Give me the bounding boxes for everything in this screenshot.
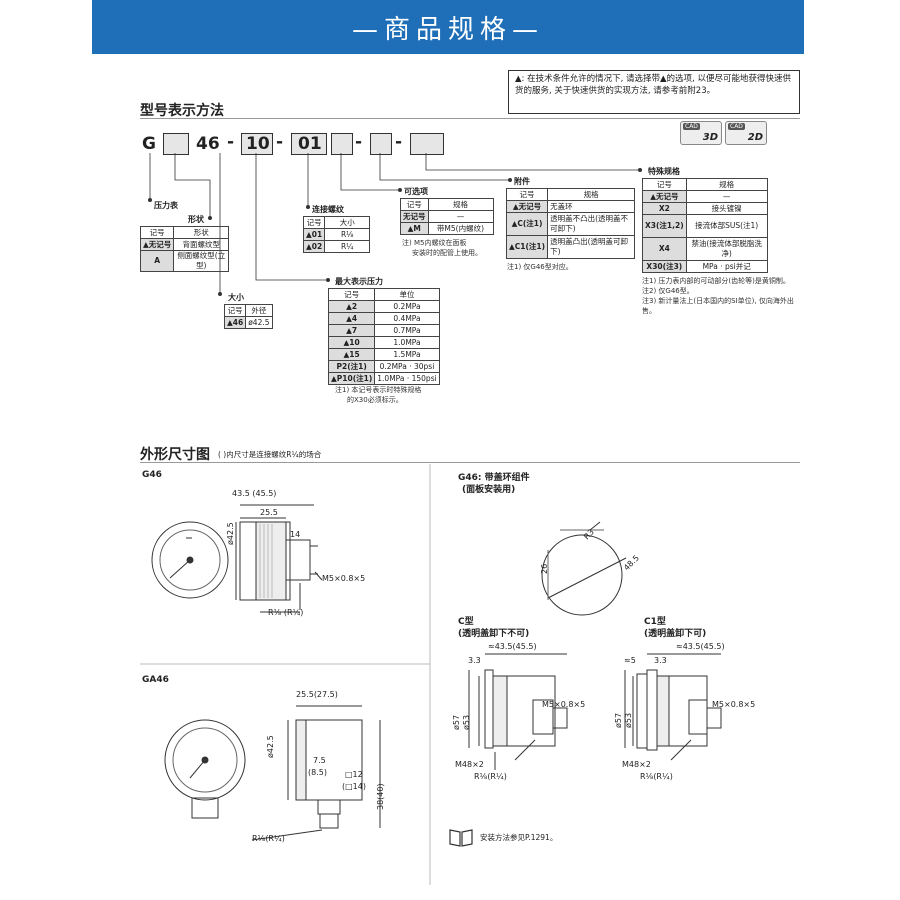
c1-type-dim-outer: ø57 — [614, 712, 623, 728]
ga46-dim-hex: □12 — [345, 770, 363, 779]
g46-dim-thread: R⅛ (R¼) — [268, 608, 304, 617]
c-type-dim-inner: ø53 — [462, 714, 471, 730]
ga46-title: GA46 — [142, 675, 169, 685]
thread-label: 连接螺纹 — [312, 205, 344, 214]
ga46-dim-height: 38(40) — [376, 783, 385, 810]
ga46-dim-b: (8.5) — [308, 768, 327, 777]
c1-type-dim-length: ≈43.5(45.5) — [676, 642, 725, 651]
banner-title: —商品规格— — [351, 14, 544, 45]
g46-dim-hex: 14 — [290, 530, 301, 539]
code-box-option — [331, 133, 353, 155]
g46-dim-body: 25.5 — [260, 508, 278, 517]
code-dash: - — [276, 132, 284, 152]
accessory-table: 记号规格 ▲无记号无盖环 ▲C(注1)透明盖不凸出(透明盖不可卸下) ▲C1(注… — [505, 188, 636, 259]
g46-dim-dia: ø42.5 — [226, 522, 235, 545]
ga46-dim-body: 25.5(27.5) — [296, 690, 338, 699]
special-label: 特殊规格 — [648, 167, 680, 176]
code-thread: 01 — [298, 134, 322, 154]
ga46-dim-a: 7.5 — [313, 756, 326, 765]
pressure-notes: 注1) 本记号表示时特殊规格的X30必须标示。 — [335, 386, 422, 404]
cad-2d-icon[interactable]: CAD 2D — [725, 121, 767, 145]
accessory-notes: 注1) 仅G46型对应。 — [507, 263, 573, 271]
code-box-pressure — [241, 133, 273, 155]
code-box-shape — [163, 133, 189, 155]
code-box-accessory — [370, 133, 392, 155]
code-pressure: 10 — [246, 134, 270, 154]
special-notes: 注1) 压力表内部的可动部分(齿轮等)是黄铜制。 注2) 仅G46型。 注3) … — [642, 277, 794, 315]
panel-dim-height: 26 — [540, 563, 549, 574]
code-box-special — [410, 133, 444, 155]
code-dash: - — [355, 132, 363, 152]
quick-delivery-note: ▲: 在技术条件允许的情况下, 请选择带▲的选项, 以便尽可能地获得快速供货的服… — [508, 70, 800, 114]
gauge-label: 压力表 — [154, 201, 178, 210]
dim-section-title: 外形尺寸图 — [140, 447, 210, 463]
g46-drawing — [151, 504, 323, 613]
c1-type-dim-offset: 3.3 — [654, 656, 667, 665]
c-type-dim-m48: M48×2 — [455, 760, 484, 769]
ga46-dim-dia: ø42.5 — [266, 735, 275, 758]
code-size: 46 — [196, 134, 220, 154]
cad-3d-icon[interactable]: CAD 3D — [680, 121, 722, 145]
c1-type-dim-inner: ø53 — [624, 712, 633, 728]
code-dash: - — [227, 132, 235, 152]
page-banner: —商品规格— — [92, 0, 804, 54]
c-type-dim-thread: R⅛(R¼) — [474, 772, 507, 781]
pressure-label: 最大表示压力 — [335, 277, 383, 286]
ga46-drawing — [164, 705, 381, 841]
panel-title: G46: 带盖环组件 — [458, 473, 530, 483]
c-type-dim-outer: ø57 — [452, 714, 461, 730]
c1-type-dim-m48: M48×2 — [622, 760, 651, 769]
size-label: 大小 — [228, 293, 244, 302]
accessory-label: 附件 — [514, 177, 530, 186]
c-type-drawing — [468, 653, 568, 770]
c1-type-dim-thread: R⅛(R¼) — [640, 772, 673, 781]
c1-type-drawing — [624, 653, 722, 761]
c1-type-dim-m5: M5×0.8×5 — [712, 700, 756, 709]
ga46-dim-hex-alt: (□14) — [342, 782, 366, 791]
c-type-dim-offset: 3.3 — [468, 656, 481, 665]
option-label: 可选项 — [404, 187, 428, 196]
c-type-subtitle: (透明盖卸下不可) — [458, 629, 530, 639]
option-notes: 注) M5内螺纹在面板安装时的配管上使用。 — [402, 239, 482, 257]
code-prefix: G — [142, 134, 156, 154]
code-box-thread — [291, 133, 327, 155]
g46-dim-m5: M5×0.8×5 — [322, 574, 366, 583]
panel-subtitle: (面板安装用) — [462, 485, 516, 495]
g46-title: G46 — [142, 470, 162, 480]
install-reference[interactable]: 安装方法参见P.1291。 — [480, 833, 558, 842]
book-icon — [449, 829, 473, 847]
c1-type-subtitle: (透明盖卸下可) — [644, 629, 707, 639]
model-section-title: 型号表示方法 — [140, 103, 224, 119]
dim-section-subtitle: ( )内尺寸是连接螺纹R¼的场合 — [218, 450, 322, 459]
ga46-dim-thread: R⅛(R¼) — [252, 834, 285, 843]
c1-type-title: C1型 — [644, 617, 666, 627]
c1-type-dim-cover: ≈5 — [624, 656, 636, 665]
code-dash: - — [395, 132, 403, 152]
shape-label: 形状 — [188, 215, 204, 224]
g46-dim-length: 43.5 (45.5) — [232, 489, 277, 498]
panel-cutout-drawing — [541, 521, 627, 616]
c-type-title: C型 — [458, 617, 474, 627]
section-divider — [140, 462, 800, 463]
c-type-dim-m5: M5×0.8×5 — [542, 700, 586, 709]
c-type-dim-length: ≈43.5(45.5) — [488, 642, 537, 651]
section-divider — [140, 118, 800, 119]
